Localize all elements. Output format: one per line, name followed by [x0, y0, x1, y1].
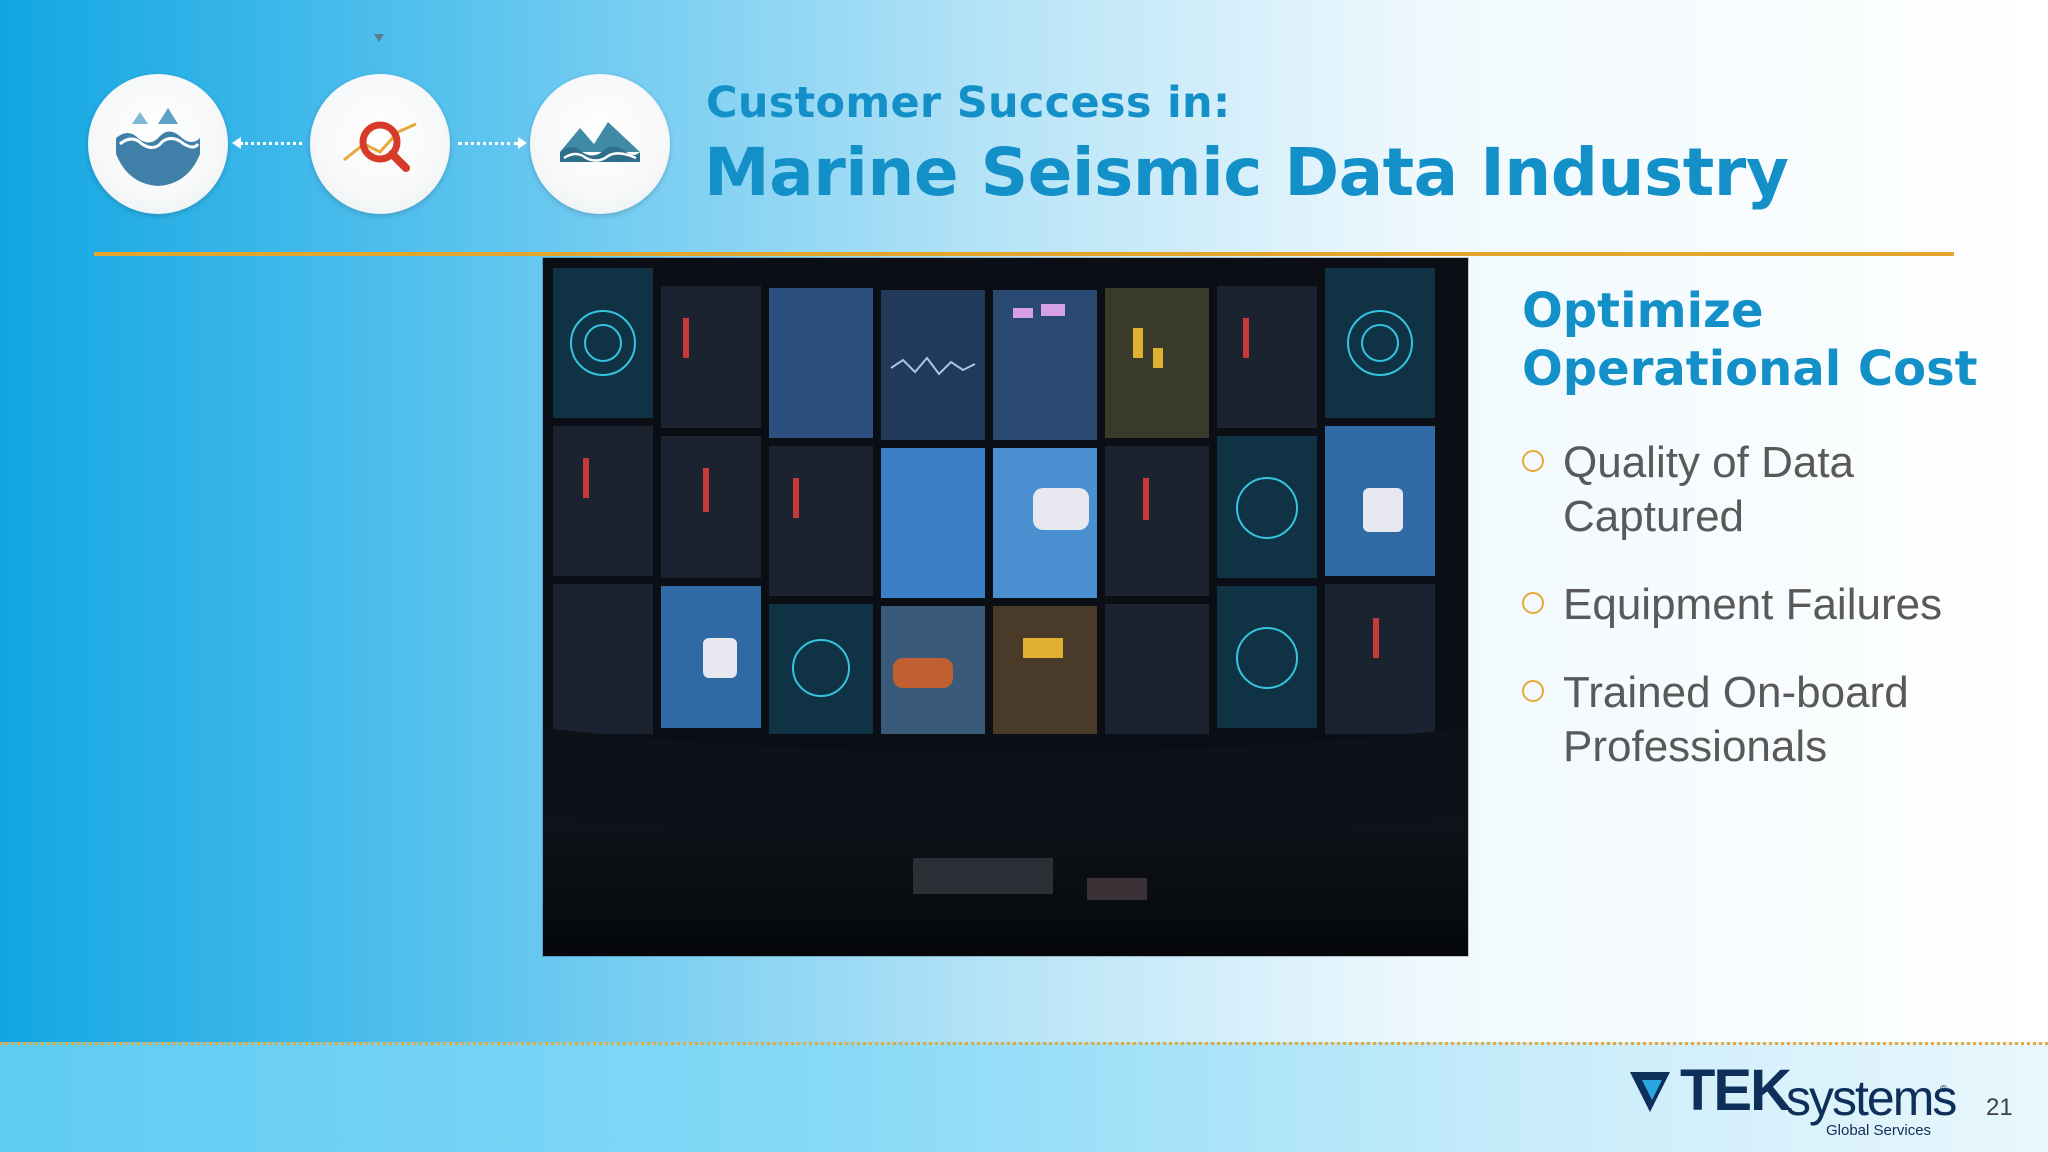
arrow-right-icon	[518, 137, 527, 149]
footer-dotted-divider	[0, 1042, 2048, 1045]
list-item: Trained On-board Professionals	[1522, 666, 2022, 774]
magnifier-analytics-icon	[310, 74, 450, 214]
connector-right	[458, 142, 518, 145]
list-item: Equipment Failures	[1522, 578, 2022, 632]
logo-subtitle: Global Services	[1826, 1122, 1932, 1139]
slide-subtitle: Customer Success in:	[706, 78, 1231, 128]
page-number: 21	[1986, 1094, 2013, 1121]
circle-bullet-icon	[1522, 680, 1544, 702]
arrow-left-icon	[232, 137, 241, 149]
marker-icon	[374, 34, 384, 42]
circle-bullet-icon	[1522, 450, 1544, 472]
list-item: Quality of Data Captured	[1522, 436, 2022, 544]
teksystems-logo: TEK systems ® Global Services	[1628, 1058, 1957, 1140]
logo-tek-text: TEK	[1680, 1058, 1792, 1123]
bullet-text: Equipment Failures	[1563, 580, 1943, 629]
logo-mark-icon	[1630, 1072, 1670, 1112]
bullet-text: Quality of Data Captured	[1563, 438, 1855, 541]
bullet-text: Trained On-board Professionals	[1563, 668, 1909, 771]
content-heading: Optimize Operational Cost	[1522, 283, 1978, 397]
ocean-waves-icon	[88, 74, 228, 214]
logo-systems-text: systems	[1786, 1070, 1957, 1126]
title-divider	[94, 252, 1954, 256]
connector-left	[240, 142, 302, 145]
trademark-icon: ®	[1940, 1084, 1948, 1095]
control-room-photo	[543, 258, 1468, 956]
mountain-waves-icon	[530, 74, 670, 214]
footer-band	[0, 1042, 2048, 1152]
bullet-list: Quality of Data Captured Equipment Failu…	[1522, 436, 2022, 808]
circle-bullet-icon	[1522, 592, 1544, 614]
slide-title: Marine Seismic Data Industry	[704, 134, 1789, 211]
